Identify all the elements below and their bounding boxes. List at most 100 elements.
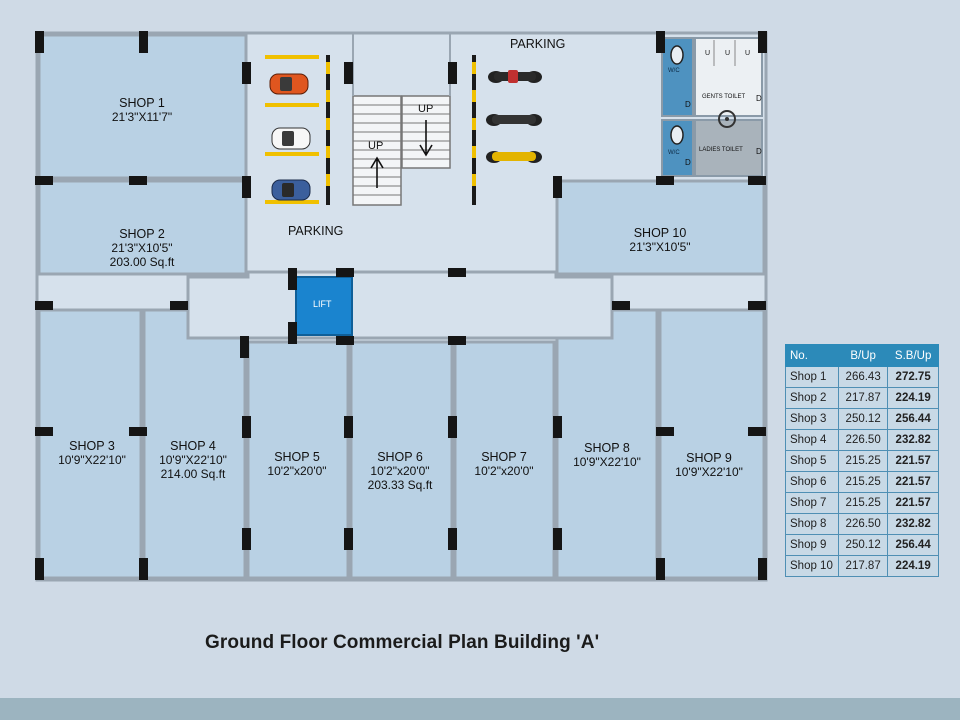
shop-4-label: SHOP 4 10'9"X22'10" 214.00 Sq.ft (159, 439, 227, 481)
stair-arrow-down (419, 120, 433, 157)
shop-area: 203.00 Sq.ft (109, 255, 175, 269)
urinal-label: U (745, 50, 751, 57)
table-cell: 224.19 (887, 387, 939, 409)
wc-bowl-2 (670, 125, 684, 145)
parking-dash-right (472, 55, 476, 205)
table-cell: 215.25 (837, 450, 889, 472)
shop-10-label: SHOP 10 21'3"X10'5" (629, 226, 690, 254)
wc-label-1: W/C (668, 68, 680, 74)
table-cell: 250.12 (837, 408, 889, 430)
shop-5-label: SHOP 5 10'2"x20'0" (267, 450, 326, 478)
shop-name: SHOP 4 (170, 439, 216, 453)
shop-name: SHOP 8 (584, 441, 630, 455)
wc-bowl-1 (670, 45, 684, 65)
table-cell: 221.57 (887, 471, 939, 493)
shop-9-room (658, 308, 766, 580)
table-cell: 221.57 (887, 492, 939, 514)
gents-toilet-room (694, 37, 763, 117)
shop-9-label: SHOP 9 10'9"X22'10" (675, 451, 743, 479)
shop-10-room (555, 179, 766, 276)
table-cell: 224.19 (887, 555, 939, 577)
door-label: D (756, 94, 762, 103)
shop-1-label: SHOP 1 21'3"X11'7" (112, 96, 172, 124)
shop-dimensions: 10'9"X22'10" (159, 453, 227, 467)
shop-8-room (555, 308, 659, 580)
plan-title: Ground Floor Commercial Plan Building 'A… (205, 632, 600, 653)
shop-dimensions: 21'3"X10'5" (629, 240, 691, 254)
table-cell: 232.82 (887, 513, 939, 535)
table-cell: Shop 9 (785, 534, 839, 556)
shop-dimensions: 10'9"X22'10" (58, 453, 126, 467)
parking-label-top: PARKING (510, 37, 566, 51)
shop-6-room (349, 340, 454, 580)
table-cell: 272.75 (887, 366, 939, 388)
corridor (186, 270, 614, 340)
gents-toilet-label: GENTS TOILET (702, 94, 746, 100)
urinal-label: U (725, 50, 731, 57)
column-header: S.B/Up (887, 344, 939, 367)
wash-basin-drain (725, 117, 729, 121)
shop-7-label: SHOP 7 10'2"x20'0" (474, 450, 533, 478)
car-icon (271, 127, 311, 150)
shop-name: SHOP 7 (481, 450, 527, 464)
table-cell: Shop 7 (785, 492, 839, 514)
table-cell: 226.50 (837, 429, 889, 451)
shop-name: SHOP 1 (119, 96, 165, 110)
shop-dimensions: 10'2"x20'0" (267, 464, 327, 478)
stair-up-label-left: UP (368, 140, 384, 152)
table-cell: 217.87 (837, 555, 889, 577)
motorbike-icon (488, 70, 542, 83)
shop-6-label: SHOP 6 10'2"x20'0" 203.33 Sq.ft (368, 450, 433, 492)
shop-7-room (453, 340, 556, 580)
wash-basin (718, 110, 736, 128)
table-cell: Shop 4 (785, 429, 839, 451)
footer-band (0, 698, 960, 720)
shop-dimensions: 21'3"X11'7" (111, 110, 173, 124)
table-cell: Shop 6 (785, 471, 839, 493)
door-label: D (685, 100, 691, 109)
shop-2-label: SHOP 2 21'3"X10'5" 203.00 Sq.ft (110, 227, 175, 269)
shop-area: 203.33 Sq.ft (367, 478, 433, 492)
table-cell: 266.43 (837, 366, 889, 388)
lift-car (295, 276, 353, 336)
shop-name: SHOP 6 (377, 450, 423, 464)
shop-name: SHOP 10 (633, 226, 687, 240)
toilet-block (661, 37, 763, 177)
car-icon (271, 179, 311, 201)
table-cell: Shop 3 (785, 408, 839, 430)
table-cell: Shop 5 (785, 450, 839, 472)
shop-dimensions: 10'9"X22'10" (675, 465, 743, 479)
table-cell: 221.57 (887, 450, 939, 472)
table-cell: 256.44 (887, 534, 939, 556)
table-cell: Shop 8 (785, 513, 839, 535)
shop-4-room (142, 308, 247, 580)
shop-name: SHOP 5 (274, 450, 320, 464)
table-cell: 250.12 (837, 534, 889, 556)
table-cell: 226.50 (837, 513, 889, 535)
column-header: No. (785, 344, 839, 367)
wc-label-2: W/C (668, 150, 680, 156)
column-header: B/Up (837, 344, 889, 367)
motorbike-icon (486, 114, 542, 126)
shop-dimensions: 10'9"X22'10" (573, 455, 641, 469)
table-cell: 232.82 (887, 429, 939, 451)
urinal-label: U (705, 50, 711, 57)
parking-dash-left (326, 55, 330, 205)
shop-name: SHOP 2 (119, 227, 165, 241)
shop-8-label: SHOP 8 10'9"X22'10" (573, 441, 641, 469)
motorbike-icon (486, 151, 542, 163)
parking-stripes (265, 55, 319, 204)
table-cell: 215.25 (837, 471, 889, 493)
car-icon (269, 73, 309, 95)
table-cell: 256.44 (887, 408, 939, 430)
staircase (352, 34, 451, 206)
table-cell: 217.87 (837, 387, 889, 409)
shop-dimensions: 10'2"x20'0" (474, 464, 534, 478)
